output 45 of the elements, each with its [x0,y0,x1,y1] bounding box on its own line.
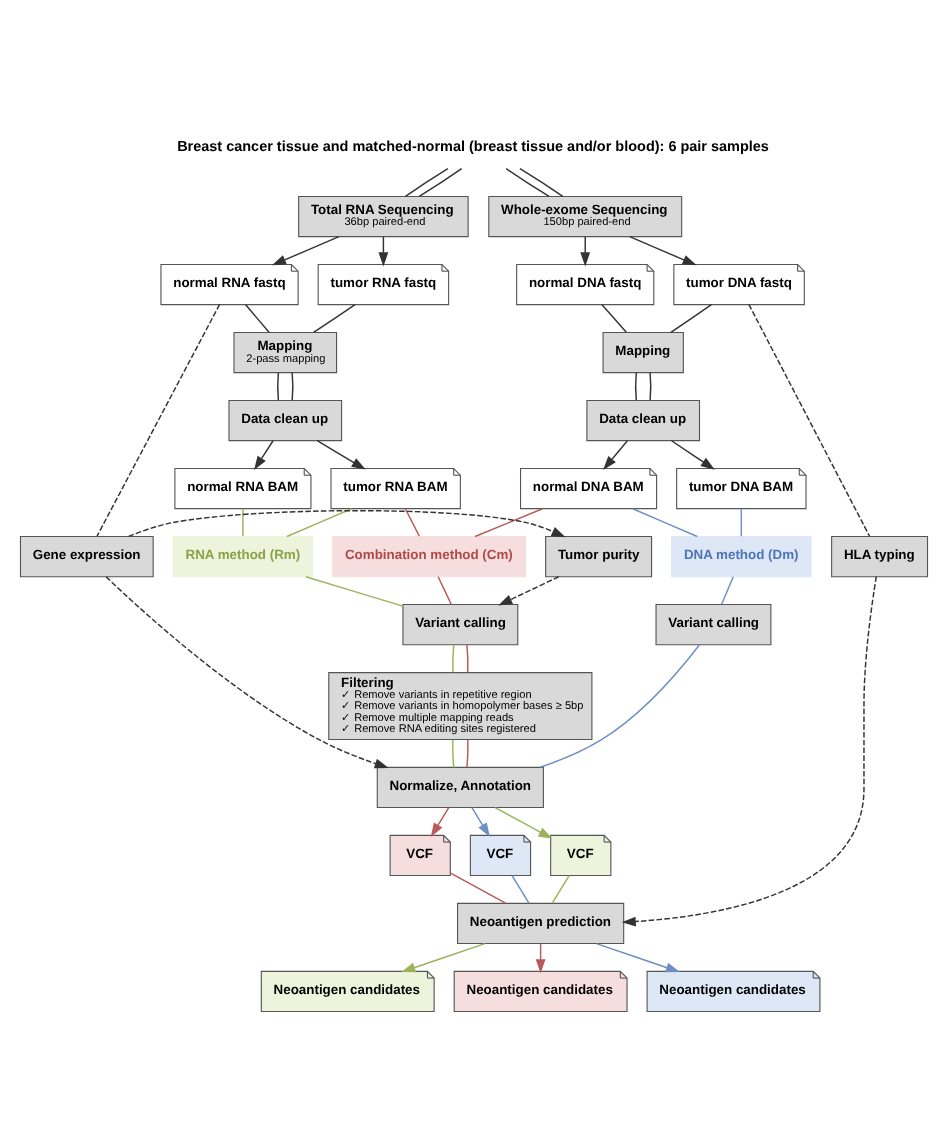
arrow [670,440,715,470]
arrow [595,942,680,973]
connector [437,576,452,606]
arrow [127,509,566,538]
arrow [498,576,560,606]
arrow [471,806,490,837]
connector [312,304,356,334]
connector [418,167,463,198]
arrow [316,440,366,470]
connector [242,508,244,537]
connector [466,644,469,674]
connector [634,372,638,401]
connector [740,508,743,537]
connector [474,508,544,538]
arrow [254,440,274,471]
connector [505,167,550,198]
connector [291,372,294,401]
connector [601,304,627,333]
connector [449,872,507,904]
arrow [430,806,450,837]
connector [277,372,280,401]
connector [670,304,713,334]
arrow [105,576,389,769]
connector [96,303,221,537]
connector [720,576,734,606]
connector [632,508,698,538]
connector [452,739,455,769]
connector [511,874,530,904]
arrow [621,576,877,927]
connector [649,372,652,401]
arrow [494,806,553,839]
connector [519,167,564,198]
connector [404,167,449,198]
connector [404,508,421,537]
connector [539,644,701,768]
connector [452,644,455,674]
arrow [603,440,629,470]
connector [286,508,353,538]
arrow [401,942,486,973]
connector [748,303,871,537]
arrow [580,235,591,267]
connector [305,576,404,607]
connector [551,874,570,904]
connector [244,304,270,333]
connector [466,739,469,769]
